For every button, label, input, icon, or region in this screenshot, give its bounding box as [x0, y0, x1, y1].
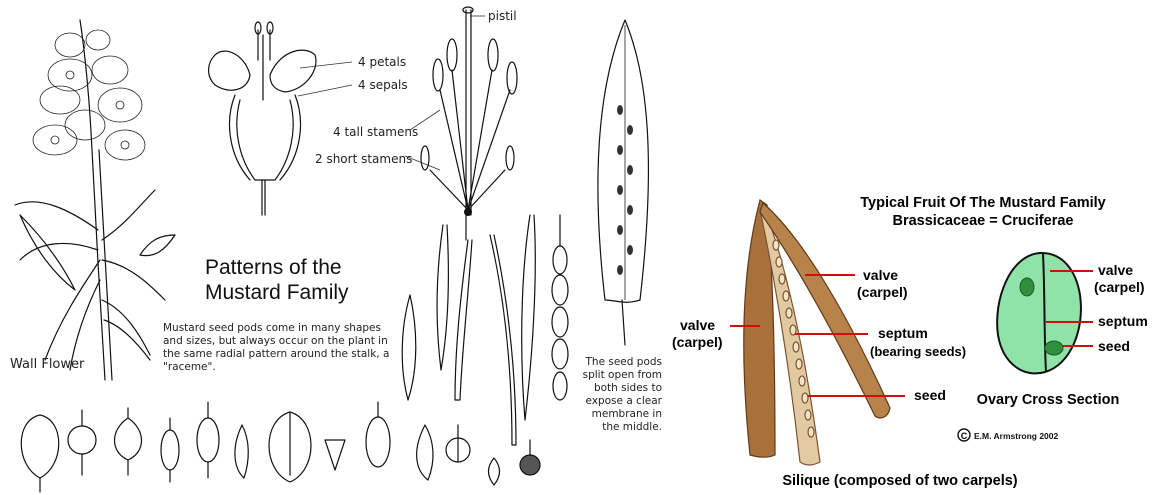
pod-caption-line: Mustard seed pods come in many shapes	[163, 322, 381, 334]
split-caption: The seed pods split open from both sides…	[583, 356, 663, 433]
short-stamens-label: 2 short stamens	[315, 152, 412, 166]
pod-caption-line: "raceme".	[163, 361, 216, 373]
split-caption-line: split open from	[583, 369, 662, 381]
tall-stamens-label: 4 tall stamens	[333, 125, 418, 139]
pistil-label: pistil	[488, 9, 517, 23]
pod-caption-line: and sizes, but always occur on the plant…	[163, 335, 388, 347]
pod-caption: Mustard seed pods come in many shapes an…	[163, 322, 389, 373]
pod-caption-line: the same radial pattern around the stalk…	[163, 348, 389, 360]
right-title-line1: Typical Fruit Of The Mustard Family	[860, 195, 1105, 211]
right-title-line2: Brassicaceae = Cruciferae	[893, 213, 1074, 229]
xs-septum-label: septum	[1098, 313, 1148, 329]
pistil-stamens-drawing	[421, 7, 517, 240]
copyright-icon-glyph: C	[961, 431, 968, 441]
xs-caption: Ovary Cross Section	[977, 392, 1120, 408]
septum-label: septum	[878, 325, 928, 341]
valve-left-label: valve	[680, 317, 715, 333]
sepals-label: 4 sepals	[358, 78, 408, 92]
silique-caption: Silique (composed of two carpels)	[782, 473, 1017, 489]
wallflower-label: Wall Flower	[10, 357, 85, 372]
flower-drawing	[209, 22, 316, 215]
wallflower-plant-drawing	[15, 20, 175, 380]
septum-sublabel: (bearing seeds)	[870, 344, 966, 359]
petals-label: 4 petals	[358, 55, 406, 69]
copyright-mark: C E.M. Armstrong 2002	[958, 429, 1059, 441]
xs-valve-label: valve	[1098, 262, 1133, 278]
split-caption-line: The seed pods	[585, 356, 662, 368]
left-title-line1: Patterns of the	[205, 256, 342, 279]
split-caption-line: expose a clear	[585, 395, 662, 407]
xs-valve-sublabel: (carpel)	[1094, 279, 1145, 295]
split-caption-line: both sides to	[594, 382, 662, 394]
valve-center-label: valve	[863, 267, 898, 283]
copyright-text: E.M. Armstrong 2002	[974, 431, 1059, 441]
valve-center-sublabel: (carpel)	[857, 284, 908, 300]
small-fruits-row	[21, 402, 540, 492]
split-caption-line: membrane in	[592, 408, 662, 420]
valve-left-sublabel: (carpel)	[672, 334, 723, 350]
seed-label: seed	[914, 387, 946, 403]
xs-seed-label: seed	[1098, 338, 1130, 354]
split-caption-line: the middle.	[602, 421, 662, 433]
flower-part-leaders	[298, 16, 485, 170]
left-title-line2: Mustard Family	[205, 281, 349, 304]
